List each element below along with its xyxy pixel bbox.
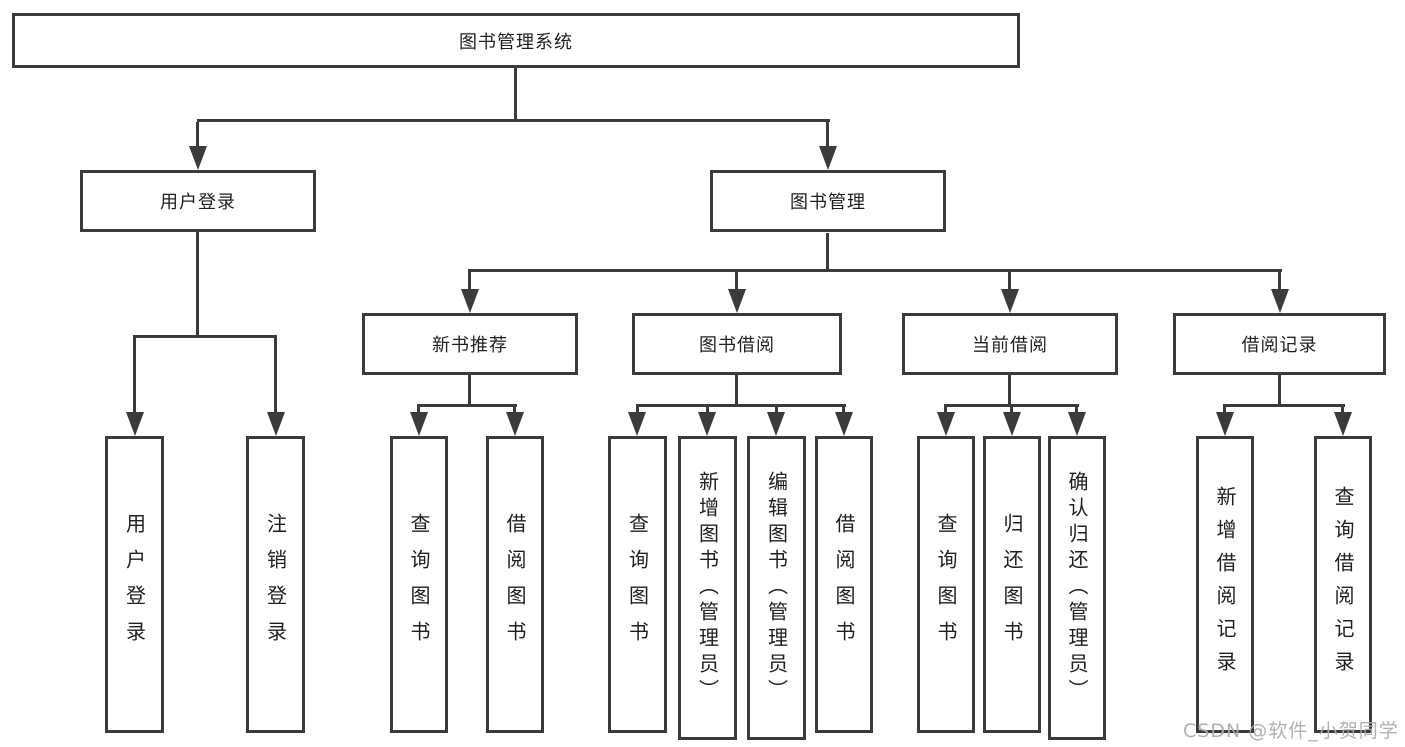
connector-line xyxy=(826,122,829,148)
leaf-query-books-2: 查询图书 xyxy=(608,436,667,733)
arrowhead-icon xyxy=(835,412,853,436)
connector-line xyxy=(468,272,471,291)
node-new-book-recommend: 新书推荐 xyxy=(362,313,578,375)
connector-line xyxy=(513,407,516,414)
leaf-return-books-label: 归还图书 xyxy=(1000,512,1024,657)
arrowhead-icon xyxy=(698,412,716,436)
arrowhead-icon xyxy=(1334,412,1352,436)
arrowhead-icon xyxy=(410,412,428,436)
leaf-query-books-1: 查询图书 xyxy=(390,436,448,733)
leaf-return-books: 归还图书 xyxy=(983,436,1041,733)
connector-line xyxy=(133,338,136,414)
connector-line xyxy=(826,233,829,272)
leaf-edit-book-admin: 编辑图书（管理员） xyxy=(747,436,806,740)
leaf-add-book-admin: 新增图书（管理员） xyxy=(678,436,737,740)
connector-line xyxy=(1278,272,1281,291)
node-current-borrow-label: 当前借阅 xyxy=(972,335,1048,356)
connector-line xyxy=(417,404,517,407)
arrowhead-icon xyxy=(937,412,955,436)
leaf-borrow-books-2-label: 借阅图书 xyxy=(832,512,856,657)
node-new-book-recommend-label: 新书推荐 xyxy=(432,335,508,356)
connector-line xyxy=(133,335,277,338)
node-root: 图书管理系统 xyxy=(12,13,1020,68)
arrowhead-icon xyxy=(1271,289,1289,313)
leaf-edit-book-admin-label: 编辑图书（管理员） xyxy=(764,471,789,705)
connector-line xyxy=(417,407,420,414)
node-user-login: 用户登录 xyxy=(80,170,316,232)
arrowhead-icon xyxy=(506,412,524,436)
leaf-query-borrow-record-label: 查询借阅记录 xyxy=(1331,485,1355,684)
arrowhead-icon xyxy=(628,412,646,436)
arrowhead-icon xyxy=(267,412,285,436)
leaf-logout: 注销登录 xyxy=(246,436,305,733)
arrowhead-icon xyxy=(1216,412,1234,436)
connector-line xyxy=(196,232,199,338)
connector-line xyxy=(1223,404,1345,407)
connector-line xyxy=(1223,407,1226,414)
leaf-user-login-label: 用户登录 xyxy=(122,512,147,657)
connector-line xyxy=(1278,375,1281,407)
node-current-borrow: 当前借阅 xyxy=(902,313,1118,375)
leaf-user-login: 用户登录 xyxy=(105,436,164,733)
leaf-logout-label: 注销登录 xyxy=(263,512,288,657)
leaf-borrow-books-1: 借阅图书 xyxy=(486,436,544,733)
connector-line xyxy=(775,407,778,414)
leaf-confirm-return-admin-label: 确认归还（管理员） xyxy=(1065,471,1089,705)
leaf-query-books-1-label: 查询图书 xyxy=(407,512,431,657)
node-root-label: 图书管理系统 xyxy=(459,31,573,53)
leaf-add-book-admin-label: 新增图书（管理员） xyxy=(695,471,720,705)
leaf-add-borrow-record-label: 新增借阅记录 xyxy=(1213,485,1237,684)
arrowhead-icon xyxy=(189,146,207,170)
connector-line xyxy=(1008,375,1011,407)
connector-line xyxy=(842,407,845,414)
leaf-borrow-books-1-label: 借阅图书 xyxy=(503,512,527,657)
leaf-query-books-3-label: 查询图书 xyxy=(934,512,958,657)
connector-line xyxy=(197,119,830,122)
leaf-borrow-books-2: 借阅图书 xyxy=(815,436,873,733)
connector-line xyxy=(274,338,277,414)
connector-line xyxy=(468,269,1282,272)
node-user-login-label: 用户登录 xyxy=(160,192,236,213)
node-book-borrow: 图书借阅 xyxy=(632,313,842,375)
node-borrow-records-label: 借阅记录 xyxy=(1241,335,1318,356)
arrowhead-icon xyxy=(461,289,479,313)
node-book-management-label: 图书管理 xyxy=(790,192,866,213)
leaf-add-borrow-record: 新增借阅记录 xyxy=(1196,436,1254,733)
connector-line xyxy=(944,404,1079,407)
connector-line xyxy=(1010,407,1013,414)
connector-line xyxy=(196,122,199,148)
node-book-borrow-label: 图书借阅 xyxy=(699,335,775,356)
arrowhead-icon xyxy=(126,412,144,436)
node-borrow-records: 借阅记录 xyxy=(1173,313,1386,375)
connector-line xyxy=(735,272,738,291)
leaf-query-books-2-label: 查询图书 xyxy=(625,512,650,657)
arrowhead-icon xyxy=(767,412,785,436)
connector-line xyxy=(706,407,709,414)
connector-line xyxy=(636,404,846,407)
connector-line xyxy=(1075,407,1078,414)
connector-line xyxy=(514,68,517,122)
connector-line xyxy=(735,375,738,407)
connector-line xyxy=(468,375,471,407)
arrowhead-icon xyxy=(819,146,837,170)
arrowhead-icon xyxy=(1003,412,1021,436)
arrowhead-icon xyxy=(1001,289,1019,313)
csdn-watermark: CSDN @软件_小贺同学 xyxy=(1183,720,1399,742)
node-book-management: 图书管理 xyxy=(710,170,946,232)
connector-line xyxy=(636,407,639,414)
connector-line xyxy=(944,407,947,414)
connector-line xyxy=(1341,407,1344,414)
arrowhead-icon xyxy=(1068,412,1086,436)
leaf-query-borrow-record: 查询借阅记录 xyxy=(1314,436,1372,733)
leaf-query-books-3: 查询图书 xyxy=(917,436,975,733)
arrowhead-icon xyxy=(728,289,746,313)
connector-line xyxy=(1008,272,1011,291)
leaf-confirm-return-admin: 确认归还（管理员） xyxy=(1048,436,1106,740)
